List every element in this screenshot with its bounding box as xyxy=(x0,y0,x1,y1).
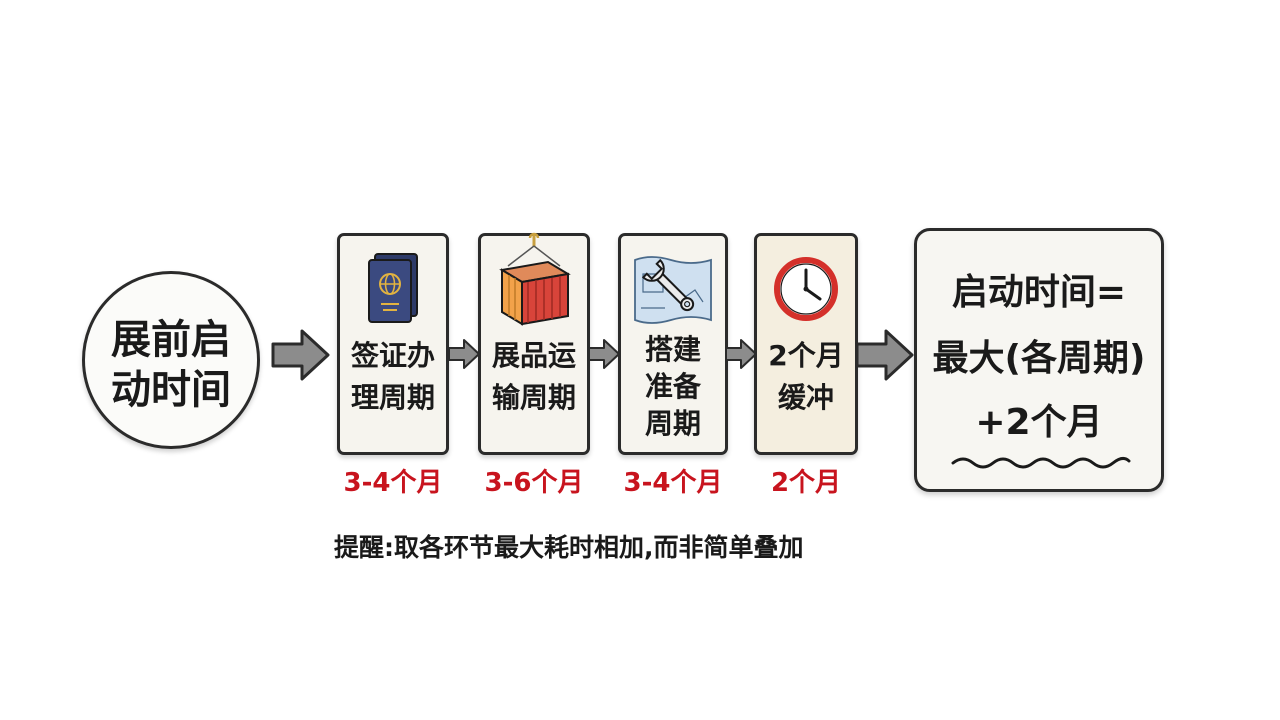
flow-arrow-start xyxy=(271,329,330,381)
duration-build: 3-4个月 xyxy=(623,468,723,498)
wrench-blueprint-icon xyxy=(634,256,712,324)
flow-arrow-result xyxy=(855,329,914,381)
wavy-underline xyxy=(951,456,1131,469)
flow-arrow-1 xyxy=(448,339,480,369)
step-label-line1: 签证办 xyxy=(350,339,435,372)
clock-icon xyxy=(774,257,838,321)
step-label-line2: 缓冲 xyxy=(777,381,834,414)
result-line1: 启动时间= xyxy=(951,272,1127,313)
start-label-line1: 展前启 xyxy=(111,317,231,363)
duration-shipping: 3-6个月 xyxy=(484,468,584,498)
step-label-line2: 准备 xyxy=(644,370,701,403)
start-node: 展前启 动时间 xyxy=(82,271,260,449)
flow-arrow-3 xyxy=(725,339,757,369)
step-label-line2: 输周期 xyxy=(491,381,576,414)
result-line3: +2个月 xyxy=(975,402,1103,443)
step-card-visa: 签证办 理周期 xyxy=(337,233,449,455)
shipping-container-icon xyxy=(499,232,571,326)
result-formula-card: 启动时间= 最大(各周期) +2个月 xyxy=(914,228,1164,492)
step-card-buffer: 2个月 缓冲 xyxy=(754,233,858,455)
step-card-build: 搭建 准备 周期 xyxy=(618,233,728,455)
flow-arrow-2 xyxy=(588,339,620,369)
reminder-note: 提醒:取各环节最大耗时相加,而非简单叠加 xyxy=(334,533,804,562)
duration-buffer: 2个月 xyxy=(770,468,842,498)
step-card-shipping: 展品运 输周期 xyxy=(478,232,590,455)
step-label-line1: 2个月 xyxy=(768,339,844,372)
step-label-line1: 搭建 xyxy=(644,333,701,366)
result-line2: 最大(各周期) xyxy=(932,338,1146,379)
duration-visa: 3-4个月 xyxy=(343,468,443,498)
start-label-line2: 动时间 xyxy=(111,367,231,413)
step-label-line2: 理周期 xyxy=(350,381,435,414)
step-label-line1: 展品运 xyxy=(491,339,576,372)
passport-icon xyxy=(368,253,418,323)
step-label-line3: 周期 xyxy=(644,407,701,440)
